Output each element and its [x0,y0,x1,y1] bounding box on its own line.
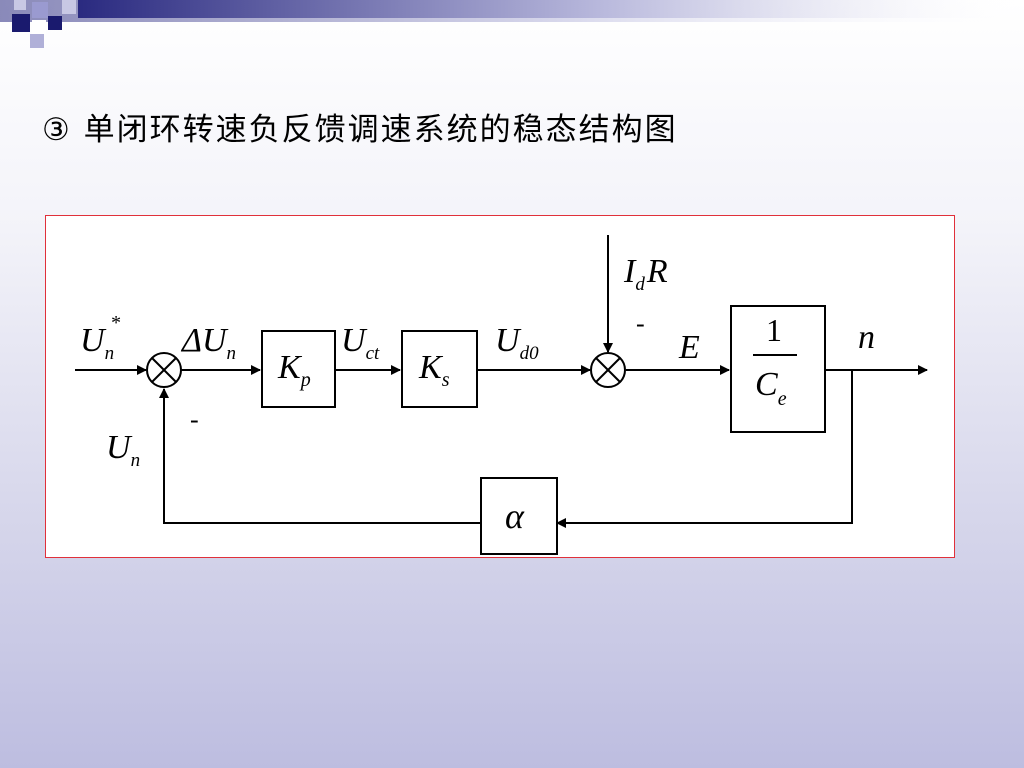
block-kp [261,330,336,408]
feedback-line-right [556,370,853,528]
label-n: n [858,319,875,356]
header-decoration [0,0,1024,48]
label-delta-un: ΔUn [180,322,236,364]
label-idr: IdR [623,253,668,295]
label-uct: Uct [341,322,380,364]
disturbance-minus-sign: - [636,309,645,338]
block-ks [401,330,478,408]
ce-denominator: Ce [755,366,787,410]
alpha-symbol: α [505,496,525,536]
summing-junction-1 [146,352,182,388]
feedback-line-left [159,388,481,524]
label-un-star: Un* [80,312,120,364]
label-e: E [678,329,700,366]
block-diagram: Kp Ks 1 Ce α Un* ΔUn Uct Ud0 IdR E n Un … [75,235,928,555]
block-ce [730,305,826,433]
slide-title: ③ 单闭环转速负反馈调速系统的稳态结构图 [42,112,678,148]
ks-symbol: Ks [418,349,450,391]
label-ud0: Ud0 [495,322,539,364]
summing-junction-2 [590,352,626,388]
kp-symbol: Kp [277,349,311,391]
block-alpha [480,477,558,555]
feedback-minus-sign: - [190,405,199,434]
ce-numerator: 1 [766,312,782,348]
label-un-feedback: Un [106,429,140,471]
